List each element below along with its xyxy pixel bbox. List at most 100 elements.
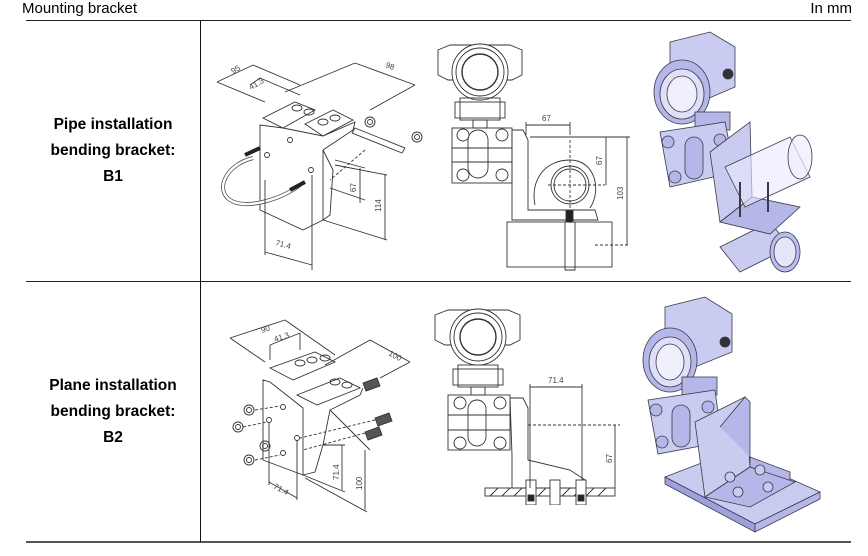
dim-b1-hole-spacing: 71.4 xyxy=(274,238,292,251)
drawing-stroke xyxy=(221,156,302,206)
table-row-divider xyxy=(26,281,851,282)
drawing-stroke xyxy=(322,219,388,241)
dim-b1-front-vertical-inner: 67 xyxy=(595,156,604,165)
drawing-stroke xyxy=(229,319,411,513)
drawing-stroke xyxy=(329,409,371,451)
drawing-stroke xyxy=(787,134,813,180)
b2-front-view-drawing: 71.4 67 xyxy=(434,308,620,505)
drawing-stroke xyxy=(467,129,489,179)
drawing-stroke xyxy=(437,44,523,81)
drawing-stroke xyxy=(262,443,268,449)
drawing-stroke xyxy=(666,75,698,113)
drawing-stroke xyxy=(762,481,774,493)
drawing-stroke xyxy=(269,332,301,346)
drawing-stroke xyxy=(369,339,411,363)
drawing-stroke xyxy=(668,170,682,184)
drawing-stroke xyxy=(304,477,368,513)
drawing-stroke xyxy=(642,296,821,533)
drawing-stroke xyxy=(351,127,406,154)
drawing-stroke xyxy=(364,426,383,441)
drawing-stroke xyxy=(242,421,268,428)
table-column-divider xyxy=(200,20,201,542)
drawing-stroke xyxy=(454,101,506,119)
drawing-stroke xyxy=(246,407,252,413)
drawing-stroke xyxy=(268,481,298,499)
drawing-stroke xyxy=(259,121,356,231)
drawing-stroke xyxy=(452,368,504,386)
b2-bracket-drawing: 90 41.3 100 71.4 100 71.4 xyxy=(229,319,411,513)
drawing-stroke xyxy=(437,43,630,271)
drawing-stroke xyxy=(509,397,586,489)
drawing-stroke xyxy=(732,486,744,498)
drawing-stroke xyxy=(291,104,303,112)
drawing-stroke xyxy=(434,309,521,346)
dim-line xyxy=(216,64,254,83)
drawing-stroke xyxy=(259,440,271,452)
drawing-stroke xyxy=(724,471,736,483)
dim-b1-length: 98 xyxy=(384,60,396,72)
drawing-stroke xyxy=(284,62,356,93)
unit-label: In mm xyxy=(810,0,852,17)
drawing-stroke xyxy=(701,400,715,414)
drawing-stroke xyxy=(655,343,685,381)
section-title: Mounting bracket xyxy=(22,0,138,17)
dim-b1-height-inner: 67 xyxy=(349,183,358,192)
drawing-stroke xyxy=(341,381,353,389)
drawing-stroke xyxy=(671,404,691,448)
drawing-stroke xyxy=(434,308,620,505)
drawing-stroke xyxy=(216,62,423,270)
drawing-stroke xyxy=(722,68,734,80)
b1-bracket-drawing: 95 41.3 98 67 114 71.4 xyxy=(216,60,423,270)
row-label-pipe-bracket: Pipe installation bending bracket: B1 xyxy=(26,112,200,190)
drawing-stroke xyxy=(367,119,373,125)
drawing-stroke xyxy=(379,361,411,379)
drawing-stroke xyxy=(252,64,301,86)
drawing-stroke xyxy=(411,131,423,143)
label-line: bending bracket: xyxy=(50,403,176,420)
drawing-stroke xyxy=(294,435,300,441)
drawing-stroke xyxy=(472,119,488,129)
drawing-stroke xyxy=(655,435,669,449)
drawing-stroke xyxy=(329,149,366,181)
drawing-stroke xyxy=(306,356,318,364)
b2-3d-render xyxy=(642,296,821,533)
drawing-stroke xyxy=(719,196,801,235)
drawing-stroke xyxy=(773,236,797,268)
drawing-stroke xyxy=(254,405,281,411)
drawing-stroke xyxy=(565,209,574,223)
dim-b2-front-horizontal: 71.4 xyxy=(548,376,564,385)
drawing-stroke xyxy=(299,419,376,439)
drawing-stroke xyxy=(449,308,507,366)
drawing-stroke xyxy=(280,404,286,410)
drawing-stroke xyxy=(511,129,599,221)
drawing-stroke xyxy=(549,479,561,505)
drawing-stroke xyxy=(447,394,511,451)
label-line: B1 xyxy=(103,168,123,185)
drawing-stroke xyxy=(302,387,364,476)
drawing-stroke xyxy=(259,77,301,96)
drawing-stroke xyxy=(575,479,587,505)
dim-b1-front-vertical-total: 103 xyxy=(616,186,625,200)
drawing-stroke xyxy=(264,152,270,158)
drawing-stroke xyxy=(266,417,272,423)
drawing-stroke xyxy=(244,146,306,192)
drawing-stroke xyxy=(329,187,366,201)
dim-b2-front-vertical: 67 xyxy=(605,454,614,463)
dim-b1-slot: 41.3 xyxy=(248,76,266,92)
drawing-stroke xyxy=(232,421,244,433)
drawing-stroke xyxy=(243,404,255,416)
drawing-stroke xyxy=(268,351,337,381)
drawing-stroke xyxy=(414,134,420,140)
drawing-stroke xyxy=(455,47,505,97)
dim-b2-length: 100 xyxy=(387,349,403,363)
row-label-plane-bracket: Plane installation bending bracket: B2 xyxy=(26,373,200,451)
drawing-stroke xyxy=(493,396,507,410)
table-bottom-rule xyxy=(26,541,851,543)
drawing-stroke xyxy=(369,84,416,111)
drawing-stroke xyxy=(467,399,487,447)
drawing-stroke xyxy=(684,136,704,180)
drawing-stroke xyxy=(533,159,597,209)
drawing-stroke xyxy=(354,62,416,86)
drawing-stroke xyxy=(374,412,393,427)
drawing-stroke xyxy=(453,396,467,410)
